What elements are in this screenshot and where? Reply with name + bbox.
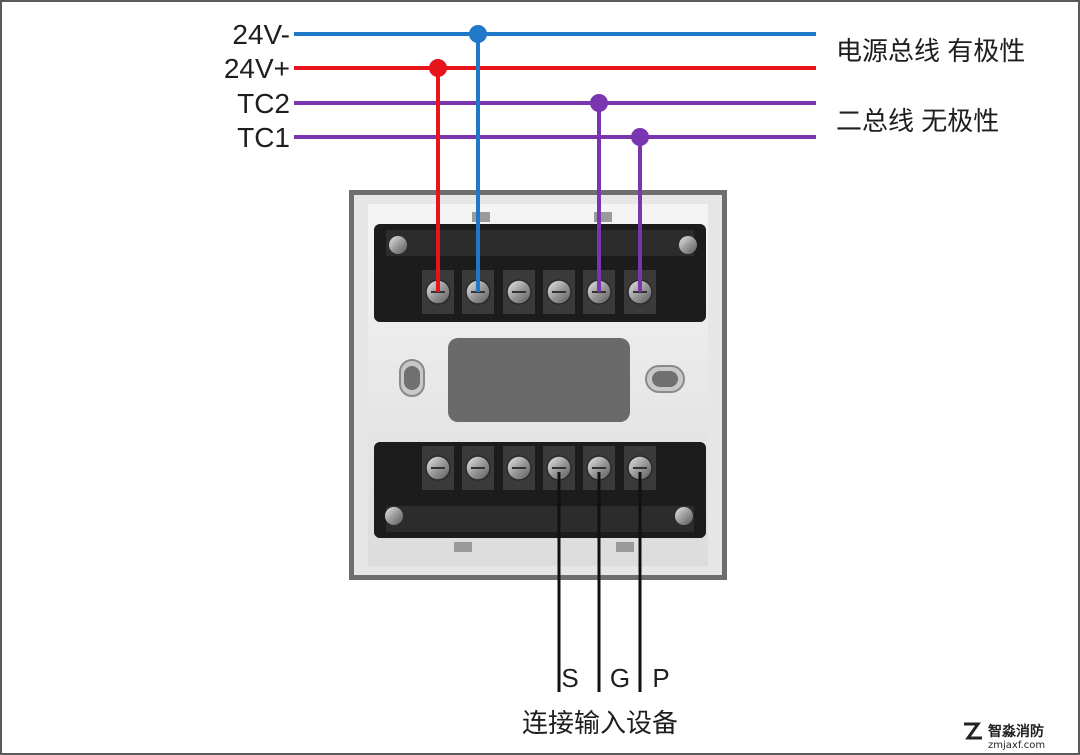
label-two-bus: 二总线 无极性	[836, 106, 999, 136]
junction-tc2	[590, 94, 608, 112]
bottom-terminal-screw	[543, 446, 575, 490]
watermark-site: zmjaxf.com	[988, 740, 1045, 751]
bottom-terminal-rail	[386, 506, 694, 532]
tab-bottom-right	[616, 542, 634, 552]
top-right-fixing-screw	[679, 236, 697, 254]
top-terminal-block	[374, 224, 706, 322]
label-24v-plus: 24V+	[224, 53, 290, 84]
junction-tc1	[631, 128, 649, 146]
bottom-right-fixing-screw	[675, 507, 693, 525]
top-terminal-screw	[543, 270, 575, 314]
label-tc2: TC2	[237, 88, 290, 119]
junction-24v-plus	[429, 59, 447, 77]
watermark: 智淼消防 zmjaxf.com	[964, 722, 1045, 751]
label-tc1: TC1	[237, 122, 290, 153]
bottom-terminal-screw	[503, 446, 535, 490]
label-output-g: G	[610, 663, 630, 693]
bottom-left-fixing-screw	[385, 507, 403, 525]
top-terminal-rail	[386, 230, 694, 256]
tab-top-right	[594, 212, 612, 222]
label-output-p: P	[652, 663, 669, 693]
bottom-terminal-screw	[422, 446, 454, 490]
bottom-terminal-screw	[462, 446, 494, 490]
label-power-bus: 电源总线 有极性	[836, 36, 1025, 66]
tab-top-left	[472, 212, 490, 222]
bottom-terminal-screw	[583, 446, 615, 490]
label-window	[448, 338, 630, 422]
junction-24v-minus	[469, 25, 487, 43]
top-left-fixing-screw	[389, 236, 407, 254]
bottom-terminal-block	[374, 442, 706, 538]
mounting-hole-left-inner	[404, 366, 420, 390]
watermark-name: 智淼消防	[987, 723, 1044, 740]
label-output-s: S	[561, 663, 578, 693]
label-24v-minus: 24V-	[232, 19, 290, 50]
tab-bottom-left	[454, 542, 472, 552]
top-terminal-screw	[503, 270, 535, 314]
label-connect-input-device: 连接输入设备	[522, 708, 678, 738]
watermark-logo-icon	[964, 722, 982, 740]
mounting-hole-right-inner	[652, 371, 678, 387]
